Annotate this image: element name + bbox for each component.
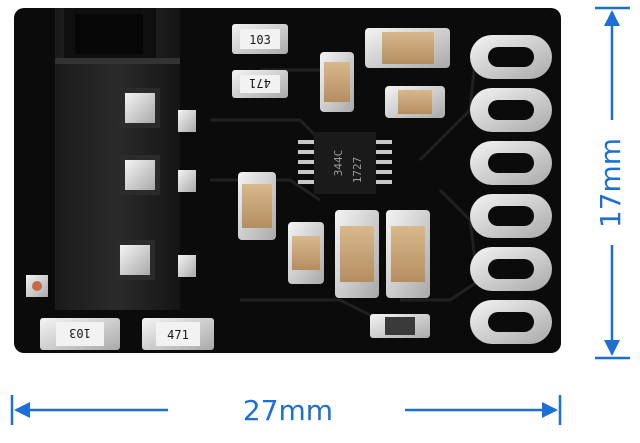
width-dimension bbox=[10, 395, 562, 425]
edge-pad bbox=[470, 141, 552, 185]
capacitor-large-2 bbox=[386, 210, 430, 298]
resistor-471-mid: 471 bbox=[232, 70, 288, 98]
resistor-103-bottom: 103 bbox=[40, 318, 120, 350]
width-label: 27mm bbox=[243, 394, 333, 427]
diode-bottom bbox=[370, 314, 430, 338]
svg-text:1727: 1727 bbox=[351, 157, 364, 184]
capacitor-top-right bbox=[365, 28, 450, 68]
edge-pad bbox=[470, 35, 552, 79]
svg-text:103: 103 bbox=[69, 326, 91, 340]
capacitor-large-1 bbox=[335, 210, 379, 298]
edge-pads bbox=[470, 35, 552, 344]
edge-pad bbox=[470, 247, 552, 291]
capacitor-top-left bbox=[320, 52, 354, 112]
audio-jack bbox=[26, 8, 196, 310]
capacitor-left bbox=[238, 172, 276, 240]
resistor-103-top: 103 bbox=[232, 24, 288, 54]
height-label: 17mm bbox=[594, 138, 627, 228]
edge-pad bbox=[470, 300, 552, 344]
svg-text:471: 471 bbox=[167, 328, 189, 342]
capacitor-mid-right bbox=[385, 86, 445, 118]
svg-text:103: 103 bbox=[249, 33, 271, 47]
edge-pad bbox=[470, 194, 552, 238]
height-dimension bbox=[595, 6, 630, 360]
svg-text:344C: 344C bbox=[332, 150, 345, 177]
resistor-471-bottom: 471 bbox=[142, 318, 214, 350]
edge-pad bbox=[470, 88, 552, 132]
ic-chip: 344C 1727 bbox=[298, 132, 392, 194]
svg-text:471: 471 bbox=[249, 76, 271, 90]
capacitor-small bbox=[288, 222, 324, 284]
